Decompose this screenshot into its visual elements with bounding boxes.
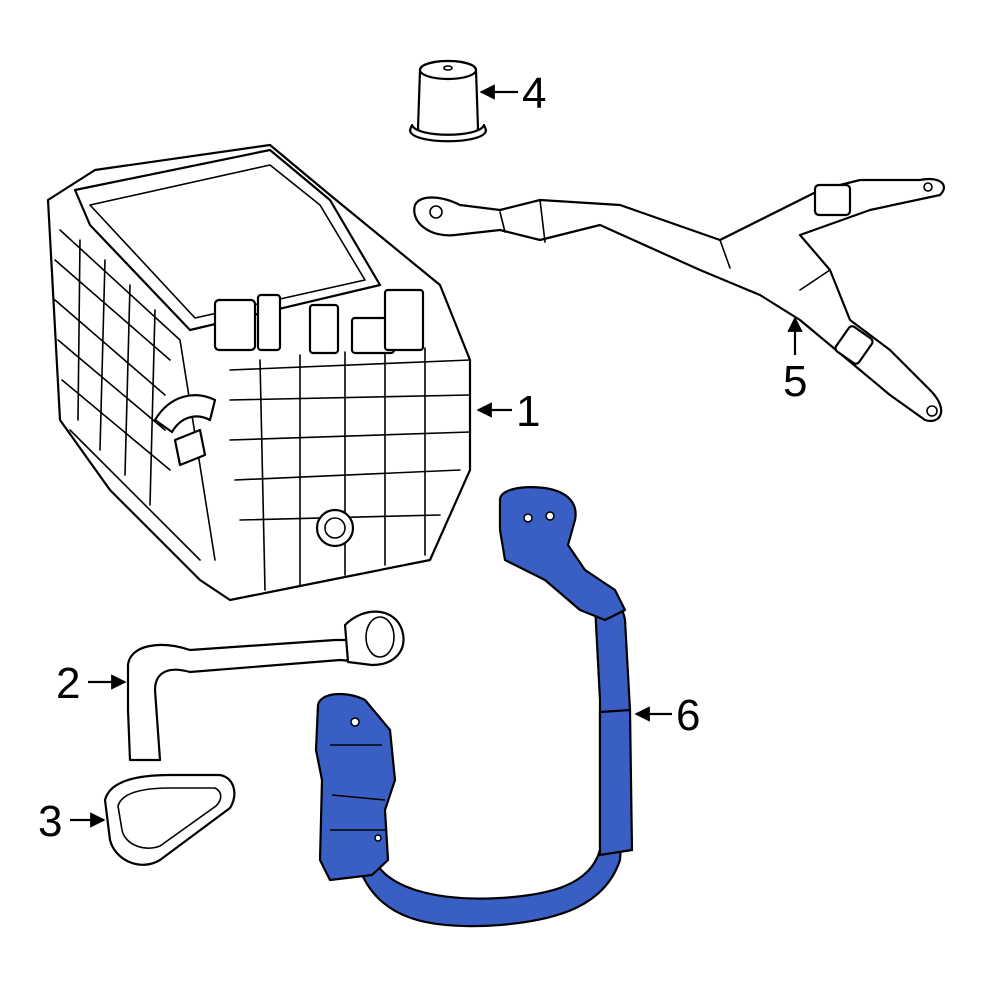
part-2-hose[interactable] xyxy=(126,610,405,762)
part-3-grommet[interactable] xyxy=(103,773,236,866)
callout-5: 5 xyxy=(783,357,807,406)
callout-1: 1 xyxy=(516,387,540,436)
callout-2: 2 xyxy=(56,659,80,708)
part-6-cable[interactable] xyxy=(314,486,634,928)
part-4-cap[interactable] xyxy=(408,59,488,143)
callout-6: 6 xyxy=(676,691,700,740)
callout-leaders xyxy=(70,84,803,828)
part-1-module[interactable] xyxy=(46,143,472,602)
callout-4: 4 xyxy=(522,69,546,118)
callout-3: 3 xyxy=(38,797,62,846)
part-5-harness[interactable] xyxy=(413,177,945,423)
